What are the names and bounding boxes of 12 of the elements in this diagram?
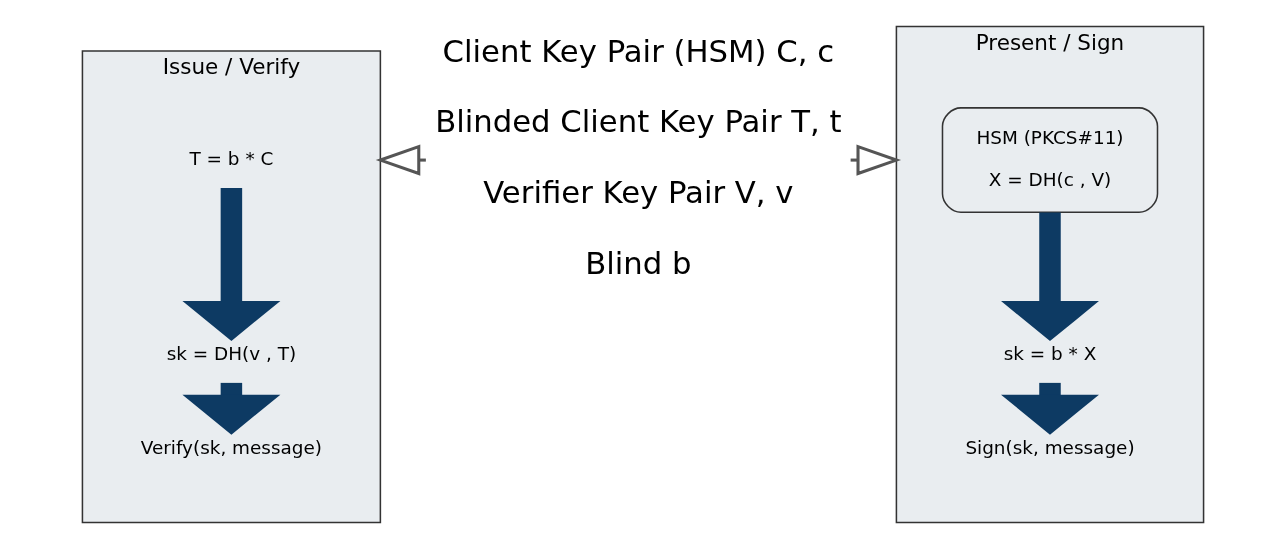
arrow xyxy=(1000,212,1099,342)
node-text: T = b * C xyxy=(189,147,273,169)
arrow xyxy=(1000,382,1099,435)
node-text: Sign(sk, message) xyxy=(964,436,1135,458)
node-text: Client Key Pair (HSM) C, c Blinded Client Key Pair T, t Verifier Key Pair V, v Blind b xyxy=(434,32,842,281)
node-text: sk = DH(v , T) xyxy=(166,342,296,364)
node-text: Verify(sk, message) xyxy=(140,436,322,458)
node-text: sk = b * X xyxy=(1003,342,1096,364)
arrow xyxy=(181,382,280,435)
arrow xyxy=(375,144,426,176)
node-box: HSM (PKCS#11) X = DH(c , V) xyxy=(941,107,1158,214)
arrow xyxy=(181,187,280,341)
